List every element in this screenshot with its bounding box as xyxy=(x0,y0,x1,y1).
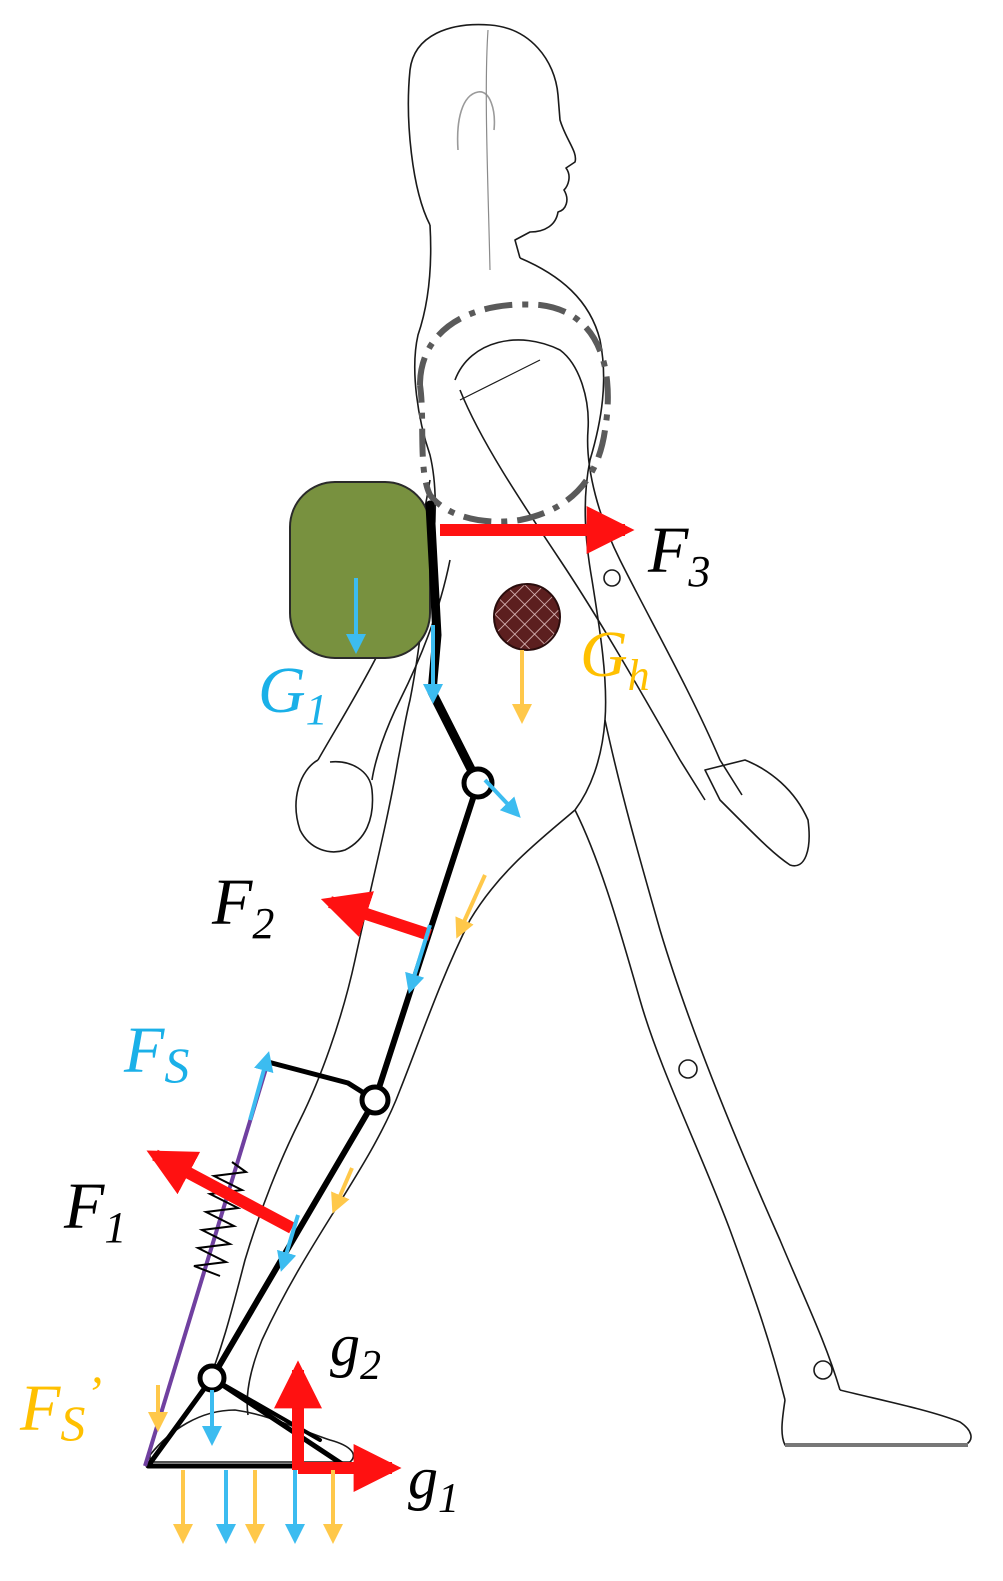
yellow-arrow-thigh xyxy=(455,874,487,939)
label-Gh: Gh xyxy=(580,618,650,700)
label-F2: F2 xyxy=(211,866,274,948)
force-arrow-Fs xyxy=(248,1051,274,1121)
label-g2: g2 xyxy=(330,1312,381,1389)
shank-link xyxy=(209,1097,378,1381)
harness-outline xyxy=(417,301,611,525)
ear-outline xyxy=(456,91,496,151)
back-arm-inner xyxy=(371,559,451,781)
label-Fs: FS xyxy=(123,1014,189,1093)
backpack-load xyxy=(289,481,431,659)
ankle-joint-circle xyxy=(813,1360,833,1380)
human-center-of-mass xyxy=(493,583,561,651)
force-arrows xyxy=(146,506,635,1544)
knee-joint xyxy=(359,1084,391,1116)
rear-leg-back xyxy=(204,759,399,1391)
front-leg-front xyxy=(604,719,841,1391)
blue-arrow-thigh xyxy=(405,924,432,994)
front-foot xyxy=(781,1389,972,1446)
knee-joint-circle xyxy=(678,1059,698,1079)
spring-coil xyxy=(193,1161,249,1277)
label-Fs-prime: FS’ xyxy=(19,1365,102,1451)
label-G1: G1 xyxy=(258,654,328,734)
label-F1: F1 xyxy=(63,1170,126,1252)
front-leg-back xyxy=(574,809,786,1401)
back-frame-bar xyxy=(425,500,483,788)
hip-joint xyxy=(461,766,495,800)
human-body-outline xyxy=(149,23,972,1463)
hair-line xyxy=(485,29,491,271)
shoulder-joint-circle xyxy=(603,569,621,587)
front-arm-inner xyxy=(459,389,706,801)
force-arrow-F1 xyxy=(146,1149,295,1234)
back-hand xyxy=(295,759,374,853)
force-labels: F3 Gh G1 F2 FS F1 g2 FS’ g1 xyxy=(19,514,710,1522)
back-outline xyxy=(397,224,437,761)
blue-arrow-shank xyxy=(277,1214,300,1272)
force-arrow-F2 xyxy=(320,891,432,941)
head-outline xyxy=(407,23,577,259)
ankle-joint xyxy=(197,1363,227,1393)
front-arm-outline xyxy=(454,339,743,796)
foot-plate xyxy=(145,1375,348,1469)
label-g1: g1 xyxy=(408,1445,459,1522)
front-hand xyxy=(704,759,810,867)
yellow-arrow-shank xyxy=(331,1167,354,1214)
rear-leg-front xyxy=(246,809,576,1416)
label-F3: F3 xyxy=(647,514,710,596)
blue-arrow-hip xyxy=(483,778,521,818)
knee-bracket xyxy=(265,1059,378,1103)
upper-arm-crease xyxy=(459,359,541,401)
